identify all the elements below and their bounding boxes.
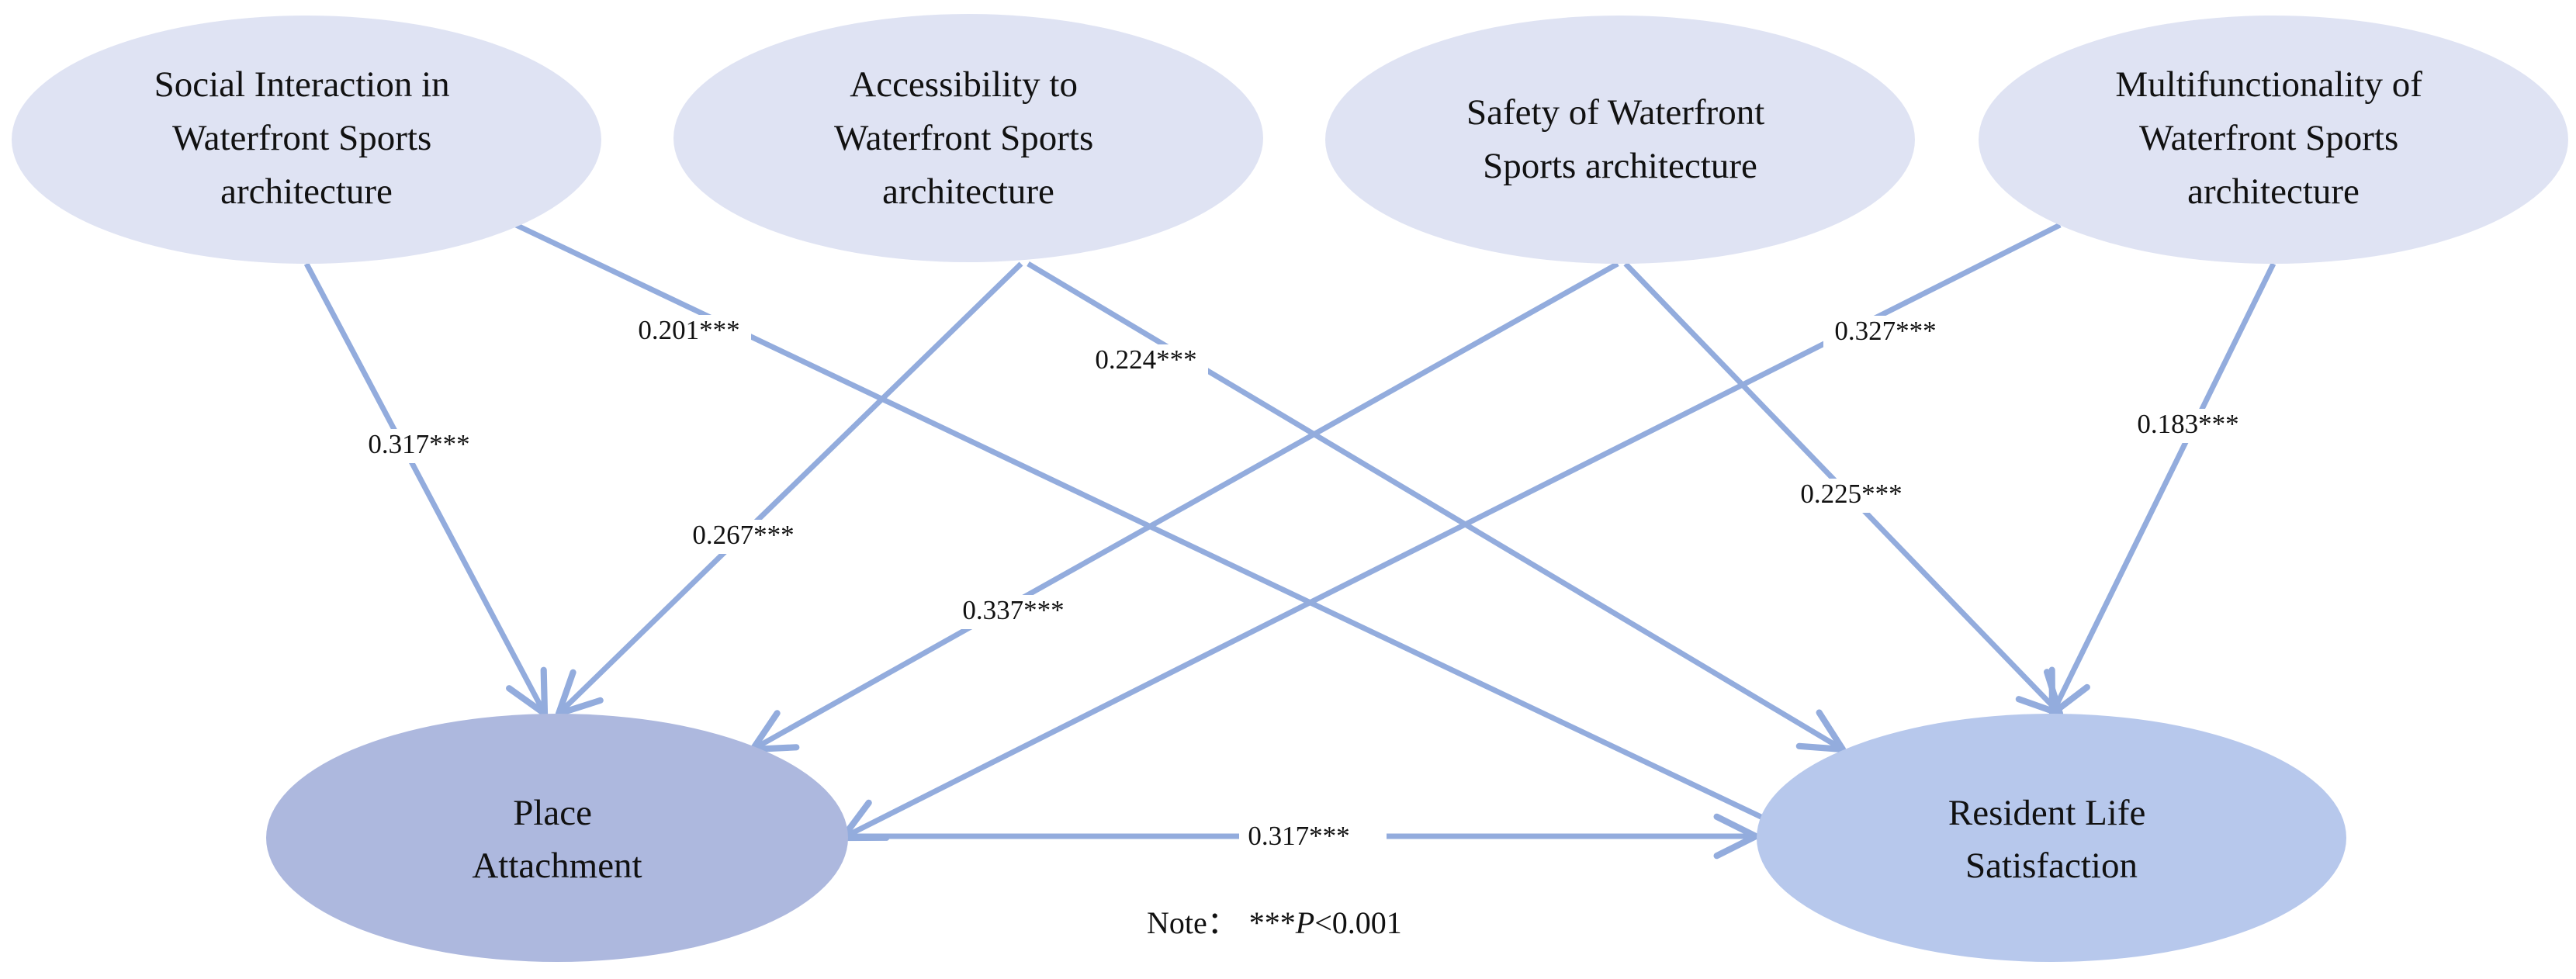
note-prefix: Note： — [1147, 905, 1238, 940]
label-multi-place: 0.327*** — [1823, 316, 1948, 350]
coef-multi-resident: 0.183*** — [2137, 409, 2238, 439]
node-access-line-1: Accessibility to — [850, 64, 1078, 105]
coef-access-resident: 0.224*** — [1095, 344, 1196, 375]
label-multi-resident: 0.183*** — [2126, 409, 2250, 443]
node-multifunctionality: Multifunctionality of Waterfront Sports … — [1979, 16, 2568, 264]
node-safety: Safety of Waterfront Sports architecture — [1325, 16, 1915, 264]
label-place-resident: 0.317*** — [1239, 821, 1387, 853]
node-resident-line-1: Resident Life — [1948, 793, 2146, 833]
label-access-place: 0.267*** — [681, 520, 805, 554]
svg-text:Resident Life Satisfacti: Resident Life Satisfaction — [1948, 793, 2155, 886]
node-access-line-3: architecture — [882, 171, 1054, 212]
node-safety-line-2: Sports architecture — [1483, 146, 1757, 186]
coef-social-resident: 0.201*** — [638, 315, 739, 345]
label-safety-resident: 0.225*** — [1789, 479, 1913, 513]
node-social-line-2: Waterfront Sports — [172, 118, 431, 158]
svg-text:Multifunctionality of Wa: Multifunctionality of Waterfront Sports … — [2115, 64, 2431, 212]
svg-text:Place Attachment: Place Attachment — [472, 793, 642, 886]
coef-social-place: 0.317*** — [368, 429, 469, 459]
svg-text:Social Interaction in Wa: Social Interaction in Waterfront Sports … — [154, 64, 459, 212]
arrow-social-to-place — [303, 262, 549, 718]
note-stars: *** — [1249, 905, 1296, 940]
significance-note: Note： ***P<0.001 — [1147, 905, 1402, 940]
node-multi-line-1: Multifunctionality of — [2115, 64, 2422, 105]
node-safety-line-1: Safety of Waterfront — [1466, 92, 1764, 133]
arrow-access-to-resident — [1027, 261, 1847, 753]
node-social-line-1: Social Interaction in — [154, 64, 450, 105]
coef-access-place: 0.267*** — [692, 520, 794, 550]
svg-text:Safety of Waterfront Spo: Safety of Waterfront Sports architecture — [1466, 92, 1774, 186]
arrow-safety-to-place — [749, 261, 1619, 753]
label-safety-place: 0.337*** — [951, 595, 1075, 629]
label-social-resident: 0.201*** — [627, 315, 751, 349]
node-multi-line-2: Waterfront Sports — [2139, 118, 2398, 158]
arrow-access-to-place — [555, 261, 1023, 718]
node-place-line-1: Place — [513, 793, 592, 833]
note-threshold: <0.001 — [1314, 905, 1402, 940]
arrow-multi-to-resident — [2048, 262, 2277, 718]
node-resident-line-2: Satisfaction — [1965, 846, 2138, 886]
coef-safety-place: 0.337*** — [962, 595, 1064, 625]
node-resident-life-satisfaction: Resident Life Satisfaction — [1757, 714, 2346, 962]
coef-place-resident: 0.317*** — [1248, 821, 1349, 851]
coef-safety-resident: 0.225*** — [1800, 479, 1902, 509]
coef-multi-place: 0.327*** — [1834, 316, 1936, 346]
node-social-line-3: architecture — [220, 171, 393, 212]
node-place-line-2: Attachment — [472, 846, 642, 886]
node-place-attachment: Place Attachment — [266, 714, 848, 962]
label-social-place: 0.317*** — [357, 429, 481, 463]
note-p: P — [1295, 905, 1314, 940]
label-access-resident: 0.224*** — [1084, 344, 1208, 379]
node-social-interaction: Social Interaction in Waterfront Sports … — [12, 16, 601, 264]
node-accessibility: Accessibility to Waterfront Sports archi… — [673, 14, 1263, 262]
node-multi-line-3: architecture — [2187, 171, 2360, 212]
node-access-line-2: Waterfront Sports — [834, 118, 1093, 158]
edge-labels: 0.317*** 0.201*** 0.267*** 0.224*** 0.33… — [357, 315, 2250, 853]
svg-text:Accessibility to Waterfr: Accessibility to Waterfront Sports archi… — [834, 64, 1103, 212]
